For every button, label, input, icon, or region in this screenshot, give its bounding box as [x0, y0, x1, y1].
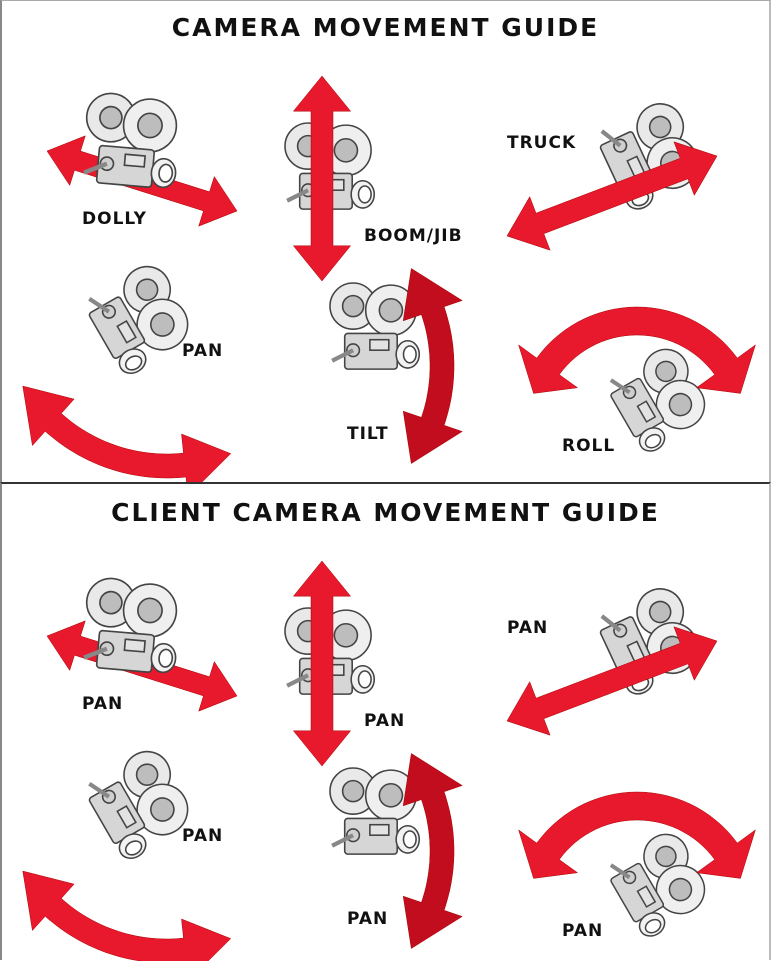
camera-tilt-arrow-icon — [329, 268, 463, 464]
camera-pan-arrow-icon — [22, 265, 232, 497]
movement-illustration-truck: TRUCK — [492, 71, 732, 261]
camera-roll-arrow-icon — [518, 791, 756, 937]
movement-illustration-tilt: PAN — [292, 753, 502, 961]
movement-label: PAN — [562, 921, 604, 941]
movement-label: DOLLY — [82, 209, 147, 229]
camera-dolly-arrow-icon — [46, 92, 238, 227]
camera-pan-arrow-icon — [22, 750, 232, 961]
movement-illustration-boom: PAN — [252, 541, 462, 771]
movement-illustration-dolly: PAN — [32, 546, 252, 726]
camera-vertical-arrow-icon — [284, 75, 376, 282]
movement-label: PAN — [347, 909, 389, 929]
movement-illustration-tilt: TILT — [292, 268, 502, 476]
camera-lateral-arrow-icon — [506, 103, 718, 251]
movement-label: PAN — [364, 711, 406, 731]
panel-client-camera-movement-guide: CLIENT CAMERA MOVEMENT GUIDE PAN PAN PAN — [0, 482, 771, 961]
panel-title: CAMERA MOVEMENT GUIDE — [171, 13, 600, 42]
movement-illustration-boom: BOOM/JIB — [252, 56, 462, 286]
camera-tilt-arrow-icon — [329, 753, 463, 949]
camera-lateral-arrow-icon — [506, 588, 718, 736]
movement-illustration-roll: ROLL — [518, 286, 756, 476]
panel-title: CLIENT CAMERA MOVEMENT GUIDE — [111, 498, 660, 527]
movement-illustration-pan: PAN — [22, 256, 272, 497]
movement-illustration-roll: PAN — [518, 771, 756, 961]
movement-label: PAN — [82, 694, 124, 714]
camera-dolly-arrow-icon — [46, 577, 238, 712]
camera-roll-arrow-icon — [518, 306, 756, 452]
movement-illustration-pan: PAN — [22, 741, 272, 961]
movement-illustration-truck: PAN — [492, 556, 732, 746]
movement-label: TRUCK — [507, 133, 577, 153]
movement-label: TILT — [347, 424, 389, 444]
movement-label: PAN — [182, 826, 224, 846]
camera-vertical-arrow-icon — [284, 560, 376, 767]
movement-illustration-dolly: DOLLY — [32, 61, 252, 241]
movement-label: PAN — [507, 618, 549, 638]
panel-camera-movement-guide: CAMERA MOVEMENT GUIDE DOLLY BOOM/JIB TRU… — [0, 0, 771, 497]
movement-label: ROLL — [562, 436, 616, 456]
movement-label: BOOM/JIB — [364, 226, 463, 246]
movement-label: PAN — [182, 341, 224, 361]
